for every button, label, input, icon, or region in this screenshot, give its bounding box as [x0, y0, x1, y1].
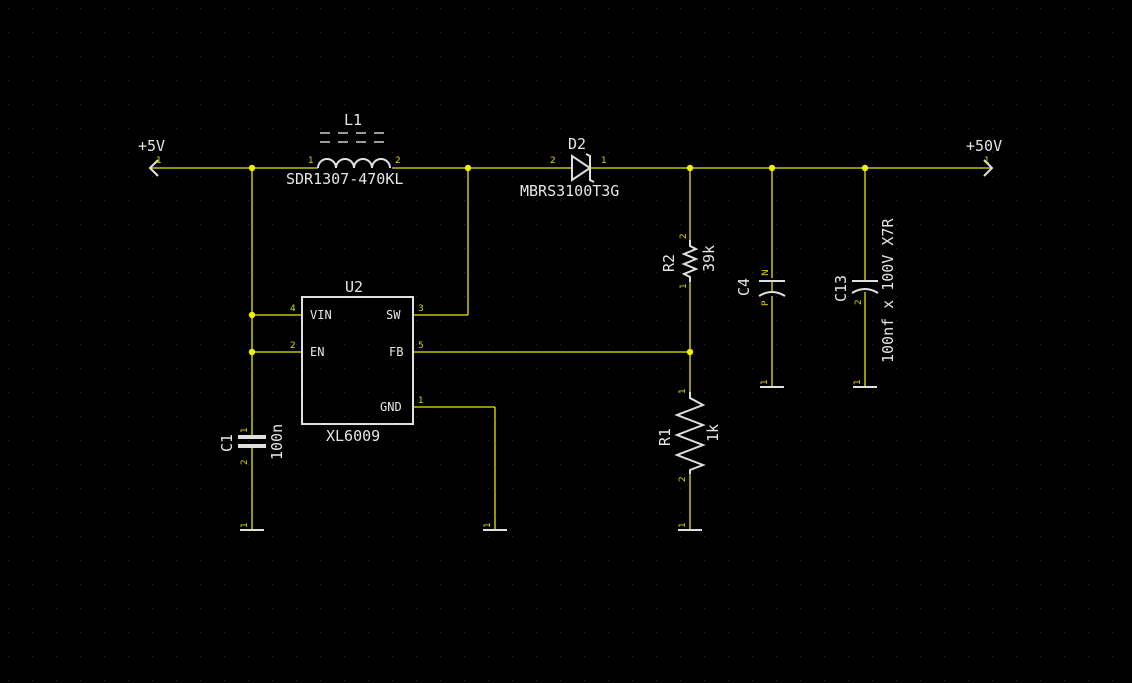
c13-ref: C13	[832, 275, 850, 302]
r2-pin-1: 1	[679, 283, 689, 289]
net-label-vin: +5V	[138, 137, 165, 155]
capacitor-c4[interactable]: N P C4	[735, 269, 786, 306]
port-vin-pin: 1	[156, 156, 162, 166]
ic-pin-num-sw: 3	[418, 304, 424, 314]
ground-ic: 1	[483, 522, 507, 531]
diode-value: MBRS3100T3G	[520, 182, 619, 200]
c1-value: 100n	[268, 424, 286, 460]
junctions	[248, 164, 869, 356]
resistor-r2[interactable]: 2 1 R2 39k	[660, 233, 718, 289]
wires	[150, 167, 992, 530]
c4-ref: C4	[735, 278, 753, 296]
ground-c1-pin: 1	[240, 522, 250, 528]
port-vout-pin: 1	[984, 156, 990, 166]
r1-ref: R1	[656, 428, 674, 446]
c13-pin-2: 2	[854, 299, 864, 305]
r1-value: 1k	[704, 424, 722, 442]
ground-r1: 1	[678, 522, 702, 531]
diode-pin-cathode: 1	[601, 156, 607, 166]
r1-pin-1: 1	[678, 388, 688, 394]
ground-ic-pin: 1	[483, 522, 493, 528]
net-label-vout: +50V	[966, 137, 1002, 155]
c1-pin-1: 1	[240, 427, 250, 433]
c1-ref: C1	[218, 434, 236, 452]
ic-pin-label-vin: VIN	[310, 308, 332, 322]
ic-pin-num-gnd: 1	[418, 396, 424, 406]
inductor-ref: L1	[344, 111, 362, 129]
ground-c13-pin: 1	[853, 379, 863, 385]
inductor-pin-1: 1	[308, 156, 314, 166]
diode-ref: D2	[568, 135, 586, 153]
capacitor-c13[interactable]: 2 C13 100nf x 100V X7R	[832, 218, 897, 363]
capacitor-c1[interactable]: 1 2 C1 100n	[218, 424, 286, 465]
ic-pin-label-gnd: GND	[380, 400, 402, 414]
ic-pin-num-fb: 5	[418, 341, 424, 351]
resistor-r1[interactable]: 1 2 R1 1k	[656, 388, 722, 482]
ic-pin-num-vin: 4	[290, 304, 296, 314]
port-vin[interactable]: +5V 1	[138, 137, 165, 177]
r2-ref: R2	[660, 254, 678, 272]
diode-d2[interactable]: D2 MBRS3100T3G 2 1	[520, 135, 619, 200]
inductor-value: SDR1307-470KL	[286, 170, 403, 188]
ic-pin-label-en: EN	[310, 345, 324, 359]
grid-dots	[8, 8, 1113, 681]
ground-c13: 1	[853, 379, 877, 388]
ground-r1-pin: 1	[678, 522, 688, 528]
c13-value: 100nf x 100V X7R	[879, 218, 897, 363]
c4-pin-p: P	[761, 300, 771, 306]
c4-pin-n: N	[761, 269, 771, 276]
r2-pin-2: 2	[679, 233, 689, 239]
diode-pin-anode: 2	[550, 156, 556, 166]
ic-pin-num-en: 2	[290, 341, 296, 351]
port-vout[interactable]: +50V 1	[966, 137, 1002, 177]
r2-value: 39k	[700, 245, 718, 272]
ic-ref: U2	[345, 278, 363, 296]
ground-c4-pin: 1	[760, 379, 770, 385]
ic-u2[interactable]: U2 XL6009 VIN EN SW FB GND 4 2 3 5 1	[290, 278, 424, 445]
ground-c1: 1	[240, 522, 264, 531]
ic-value: XL6009	[326, 427, 380, 445]
r1-pin-2: 2	[678, 476, 688, 482]
inductor-core-icon	[320, 132, 384, 143]
inductor-l1[interactable]: L1 SDR1307-470KL 1 2	[286, 111, 403, 188]
c1-pin-2: 2	[240, 459, 250, 465]
ground-c4: 1	[760, 379, 784, 388]
ic-pin-label-fb: FB	[389, 345, 403, 359]
ic-pin-label-sw: SW	[386, 308, 401, 322]
inductor-pin-2: 2	[395, 156, 401, 166]
